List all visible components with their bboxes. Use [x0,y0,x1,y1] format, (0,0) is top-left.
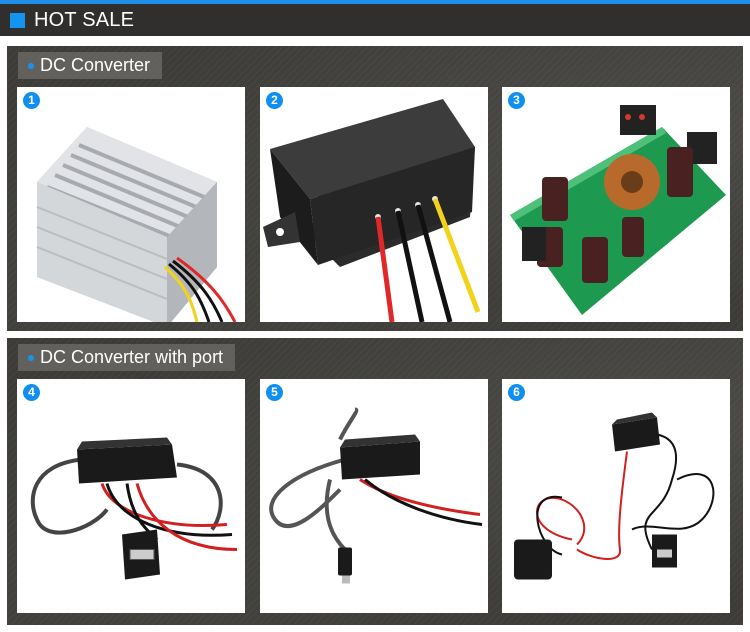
square-bullet-icon [10,13,25,28]
section-title: DC Converter [18,52,163,79]
dot-bullet-icon [28,355,34,361]
product-card-2[interactable]: 2 [260,87,488,322]
hot-sale-header: HOT SALE [0,4,750,36]
section-title-text: DC Converter with port [40,347,224,367]
dot-bullet-icon [28,63,34,69]
number-badge: 4 [23,384,40,401]
product-card-1[interactable]: 1 [17,87,245,322]
number-badge: 2 [266,92,283,109]
product-card-6[interactable]: 6 [502,379,730,613]
section-title: DC Converter with port [18,344,236,371]
micro-usb-converter-image [269,407,483,584]
header-title: HOT SALE [34,9,135,31]
number-badge: 1 [23,92,40,109]
fuse-usb-converter-image [514,412,715,580]
number-badge: 6 [508,384,525,401]
aluminum-converter-image [36,127,237,322]
product-card-5[interactable]: 5 [260,379,488,613]
section-dc-converter: DC Converter 1 2 [7,46,743,331]
section-title-text: DC Converter [40,55,151,75]
number-badge: 5 [266,384,283,401]
number-badge: 3 [508,92,525,109]
usb-port-converter-image [30,437,238,580]
header-accent-line [0,0,750,4]
section-dc-converter-with-port: DC Converter with port 4 5 [7,338,743,625]
pcb-converter-board-image [510,105,726,315]
product-card-4[interactable]: 4 [17,379,245,613]
black-potted-converter-image [263,99,481,322]
product-card-3[interactable]: 3 [502,87,730,322]
